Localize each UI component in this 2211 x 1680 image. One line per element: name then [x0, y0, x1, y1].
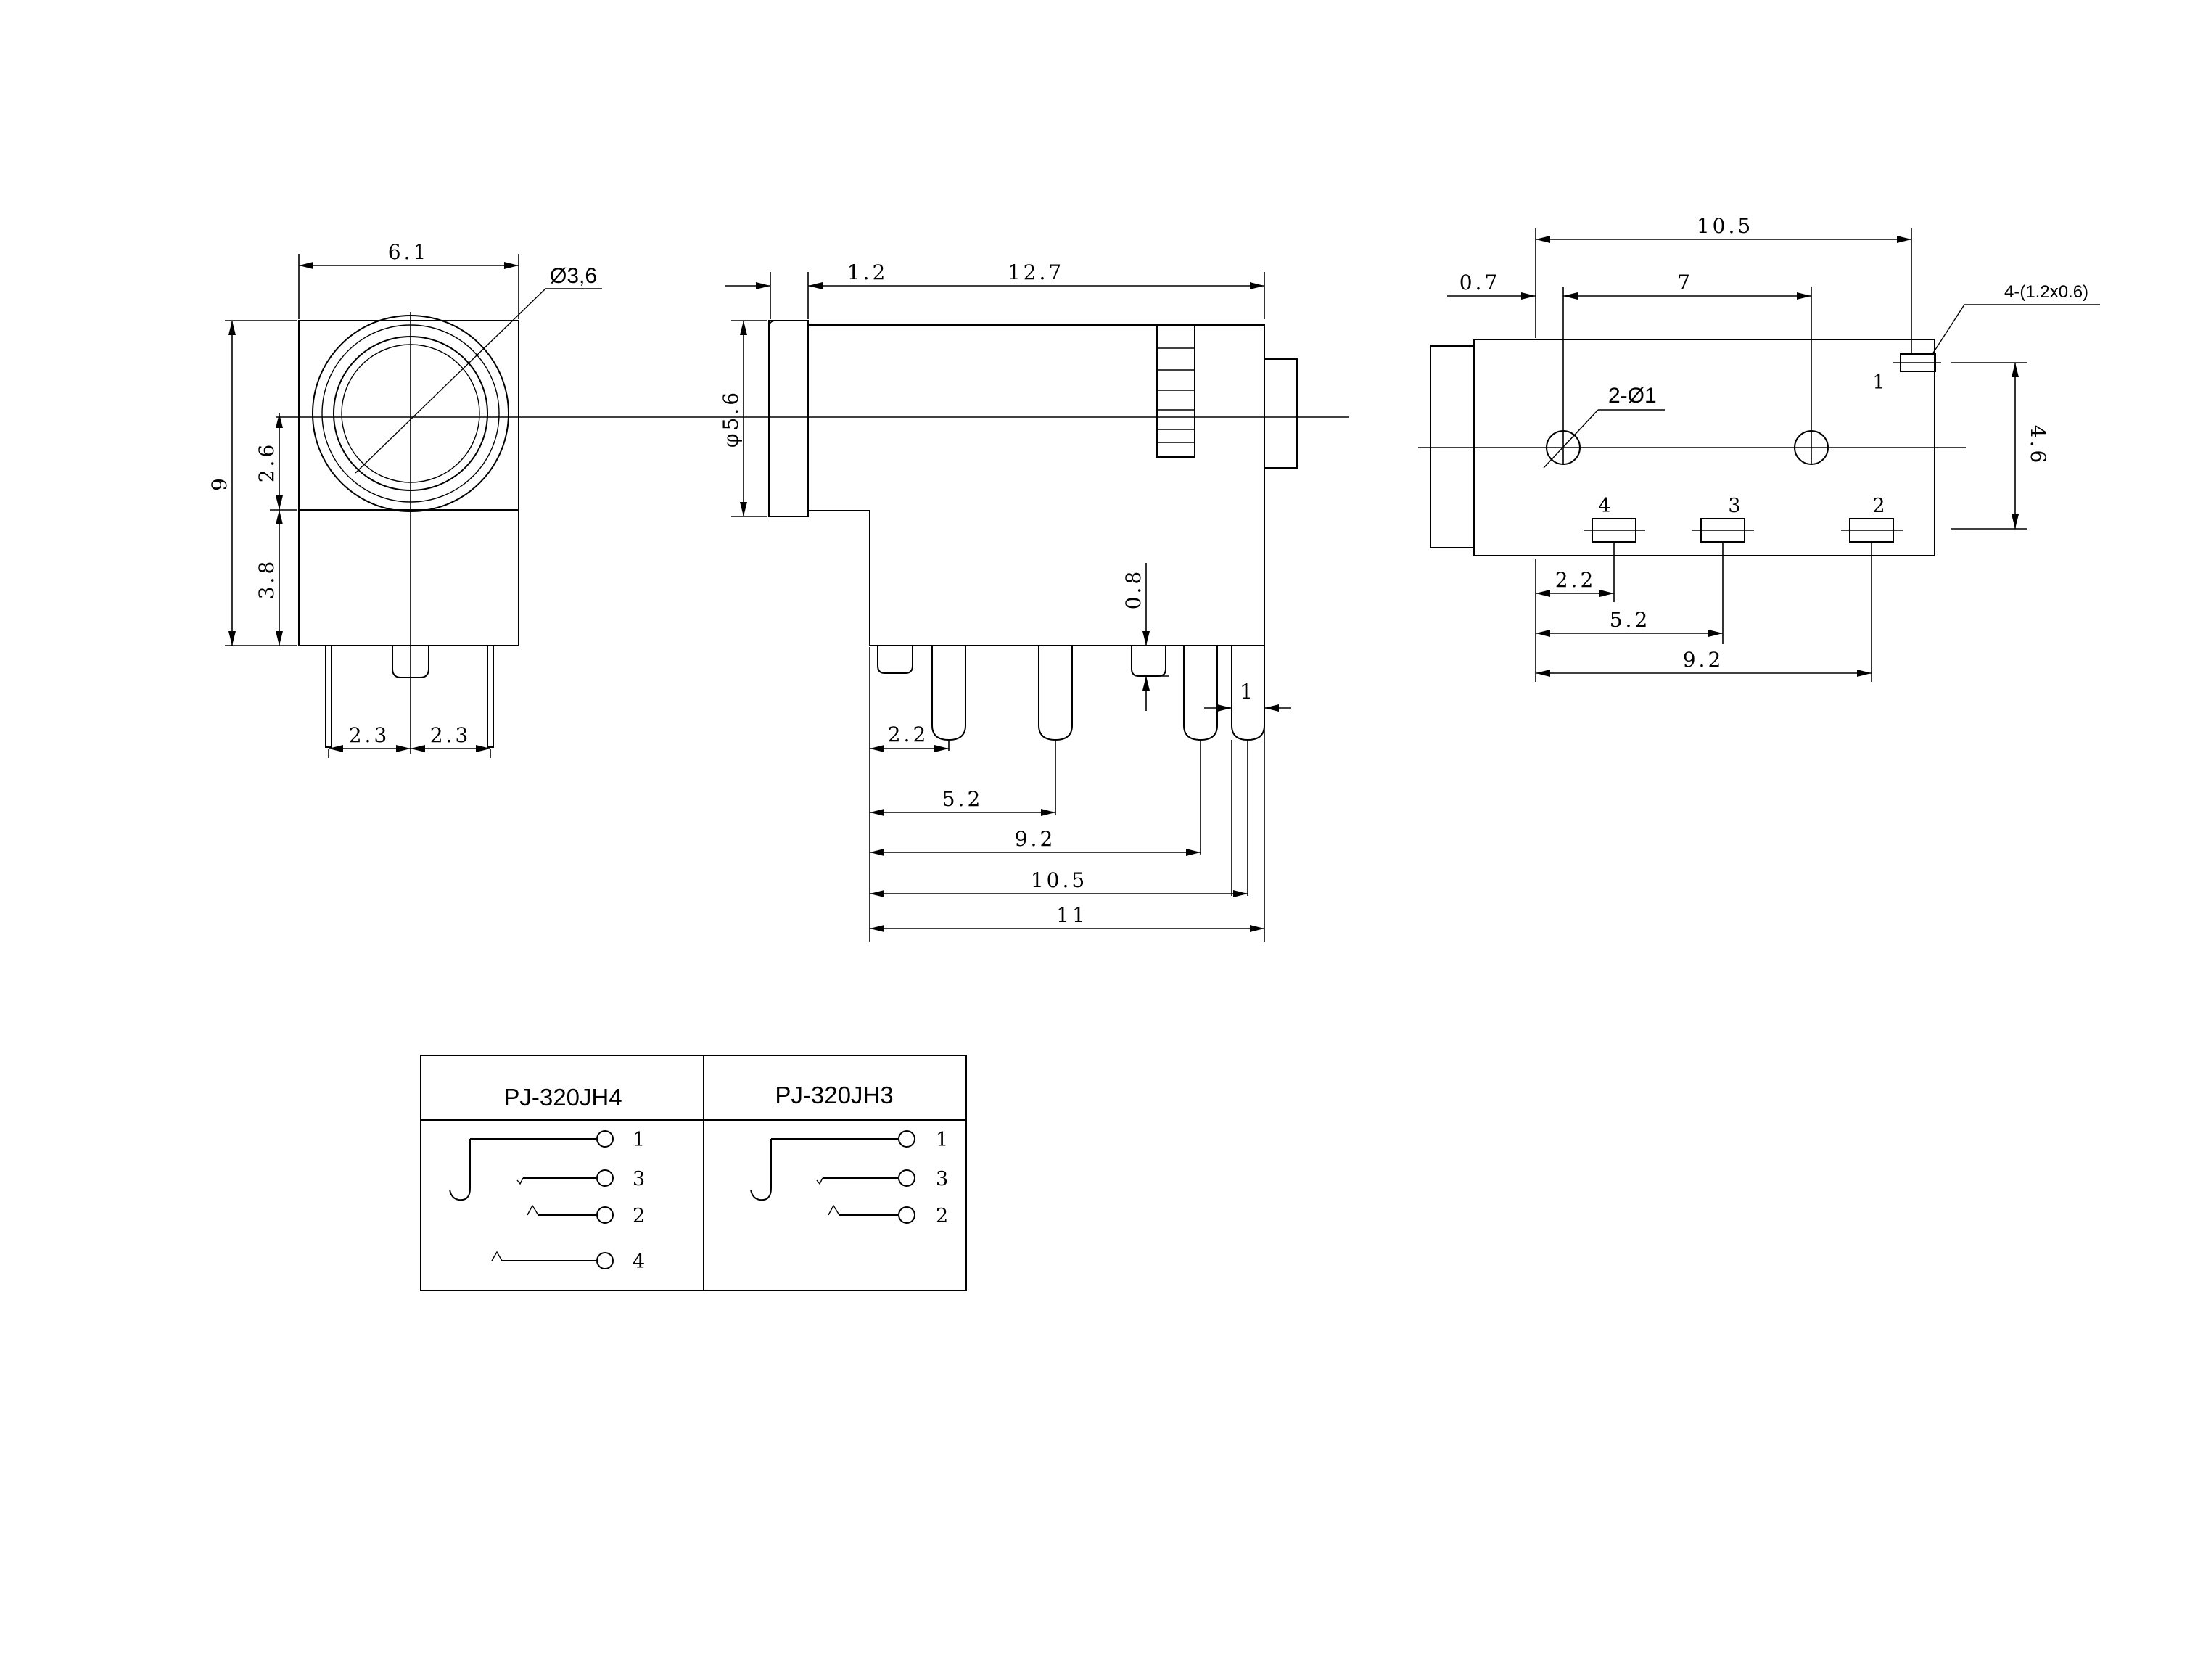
table-header-jh4: PJ-320JH4 [503, 1084, 622, 1111]
dim-pin-offset-2: 5.2 [942, 787, 984, 811]
dim-flange: 1.2 [847, 260, 889, 284]
dim-pin-height: 0.8 [1121, 569, 1145, 610]
table-header-jh3: PJ-320JH3 [775, 1082, 893, 1108]
pad-label-4: 4 [1598, 495, 1610, 517]
jh3-pin-1: 1 [936, 1129, 948, 1151]
dim-pin-pitch-left: 2.3 [349, 723, 390, 747]
dim-pad-row: 4.6 [2026, 425, 2050, 466]
side-view [725, 272, 1298, 942]
dim-lower-height: 3.8 [255, 559, 279, 600]
jh4-pin-1: 1 [633, 1129, 645, 1151]
dim-pad-size: 4-(1.2x0.6) [2004, 282, 2088, 302]
dim-bottom-offset: 0.7 [1459, 271, 1501, 295]
bottom-view [1418, 228, 2100, 682]
front-view [225, 254, 602, 758]
jh4-pin-3: 3 [633, 1168, 645, 1190]
dim-hole-spacing: 7 [1677, 271, 1693, 295]
dim-front-height: 9 [207, 475, 231, 491]
jh4-pin-4: 4 [633, 1251, 645, 1273]
dim-pin-pitch-right: 2.3 [430, 723, 472, 747]
pad-label-3: 3 [1728, 495, 1740, 517]
dim-pad-offset-3: 9.2 [1683, 648, 1724, 672]
dim-pin-offset-4: 10.5 [1031, 868, 1087, 892]
dim-pin-offset-3: 9.2 [1015, 827, 1056, 851]
dim-hole-diameter: Ø3,6 [550, 264, 597, 288]
dim-pin-width: 1 [1240, 680, 1256, 704]
schematic-table [420, 1055, 967, 1291]
dim-holes: 2-Ø1 [1608, 384, 1657, 408]
pad-label-2: 2 [1872, 495, 1885, 517]
dim-pad-offset-2: 5.2 [1610, 608, 1651, 632]
dim-upper-height: 2.6 [255, 442, 279, 483]
dim-flange-diameter: φ5.6 [719, 390, 743, 448]
dim-front-width: 6.1 [388, 240, 429, 264]
dim-pin-offset-1: 2.2 [888, 722, 929, 746]
pad-label-1: 1 [1872, 371, 1885, 394]
dim-body-length: 12.7 [1008, 260, 1064, 284]
jh3-pin-3: 3 [936, 1168, 948, 1190]
dim-pad-offset-1: 2.2 [1555, 568, 1597, 592]
jh3-pin-2: 2 [936, 1205, 948, 1227]
dim-pin-offset-5: 11 [1056, 903, 1088, 927]
dim-bottom-overall: 10.5 [1697, 214, 1753, 238]
jh4-pin-2: 2 [633, 1205, 645, 1227]
